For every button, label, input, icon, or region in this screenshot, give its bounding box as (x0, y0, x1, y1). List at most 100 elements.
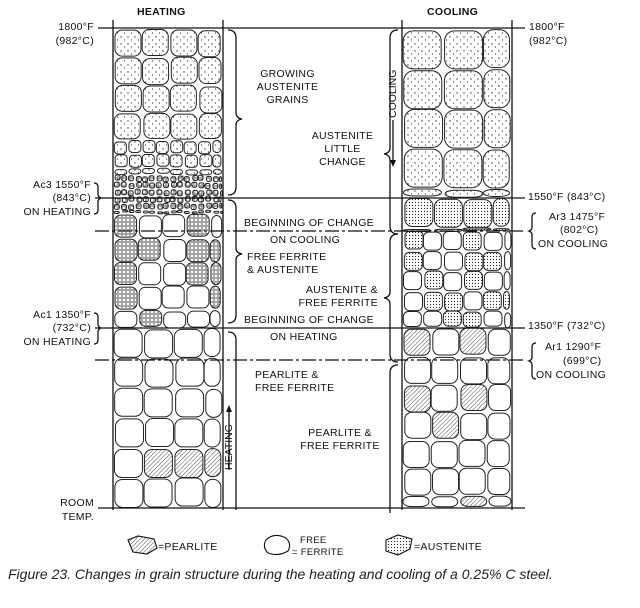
grain (444, 292, 464, 312)
grain (127, 190, 134, 197)
grain (114, 357, 144, 387)
grain (402, 311, 422, 328)
grain (220, 190, 224, 197)
right-ar1: Ar1 1290°F (545, 341, 602, 353)
grain (113, 141, 127, 155)
grain (199, 169, 213, 176)
label-pearlite-ferrite-heating: PEARLITE &FREE FERRITE (255, 369, 334, 395)
grain (157, 211, 164, 215)
grain (114, 29, 142, 57)
right-ar3: Ar3 1475°F (549, 211, 606, 223)
grain (219, 202, 223, 209)
grain (187, 310, 211, 328)
grain (163, 311, 187, 329)
grain (204, 478, 222, 508)
grain (488, 495, 512, 507)
line: GRAINS (266, 94, 309, 106)
grain (114, 387, 144, 417)
grain (430, 384, 458, 412)
grain (142, 58, 170, 86)
grain (442, 231, 462, 251)
grain (209, 285, 221, 309)
grain (444, 251, 464, 271)
grain (209, 310, 221, 328)
grain (212, 182, 219, 189)
grain (463, 199, 493, 229)
grain (203, 357, 221, 387)
grain (444, 189, 484, 198)
grain (483, 109, 511, 149)
brace-little-change (383, 29, 399, 235)
grain (113, 113, 141, 140)
grain (114, 84, 142, 112)
grain (134, 188, 141, 195)
grain (432, 328, 460, 356)
right-1800f: 1800°F (529, 21, 565, 33)
grain (431, 356, 459, 384)
grain (141, 189, 148, 196)
grain (114, 189, 121, 196)
left-ac3-on-heating: ON HEATING (23, 206, 91, 218)
grain (170, 203, 177, 210)
grain (142, 140, 156, 154)
grain (402, 440, 430, 468)
grain (205, 388, 223, 418)
grain (156, 189, 163, 196)
grain (403, 251, 423, 271)
grain-cells (113, 28, 512, 508)
grain (488, 384, 512, 412)
grain (443, 149, 483, 189)
grain (404, 292, 424, 312)
grain (114, 478, 144, 508)
grain (197, 141, 211, 155)
grain (136, 181, 143, 188)
grain (170, 56, 198, 84)
grain (170, 29, 198, 57)
grain (503, 271, 511, 291)
grain (487, 468, 511, 496)
grain (170, 176, 177, 183)
grain (162, 182, 169, 189)
grain (219, 183, 223, 190)
grain (191, 181, 198, 188)
grain (174, 418, 204, 448)
brace-growing (227, 29, 243, 196)
grain (169, 154, 183, 168)
figure-caption: Figure 23. Changes in grain structure du… (8, 566, 553, 582)
grain (137, 237, 161, 261)
grain (444, 30, 484, 70)
grain (113, 203, 120, 210)
brace-pearlite-cooling (389, 364, 399, 513)
legend-pearlite: =PEARLITE (158, 541, 218, 553)
left-982c: (982°C) (55, 35, 94, 47)
grain (143, 448, 173, 478)
grain (502, 290, 510, 310)
grain (433, 198, 463, 228)
grain (113, 328, 143, 358)
grain (212, 202, 219, 209)
ferrite-swatch-icon (263, 534, 291, 556)
grain (163, 211, 170, 215)
grain (464, 270, 484, 290)
grain (114, 154, 128, 168)
grain (142, 85, 170, 113)
grain (211, 214, 223, 238)
grain (121, 189, 128, 196)
grain (174, 449, 204, 479)
grain (141, 28, 169, 56)
grain (198, 190, 205, 197)
brace-ar3 (526, 212, 537, 250)
grain (143, 388, 173, 418)
grain (138, 286, 162, 310)
heading-cooling: COOLING (427, 6, 479, 18)
right-ar1-on-cooling: ON COOLING (536, 369, 607, 381)
grain (114, 197, 121, 204)
grain (144, 358, 174, 388)
grain (135, 203, 142, 210)
brace-ferrite-austenite (227, 199, 243, 324)
grain (197, 30, 221, 58)
grain (198, 113, 222, 140)
grain (482, 251, 502, 271)
heating-arrow-label: HEATING (223, 424, 235, 470)
grain (163, 190, 170, 197)
